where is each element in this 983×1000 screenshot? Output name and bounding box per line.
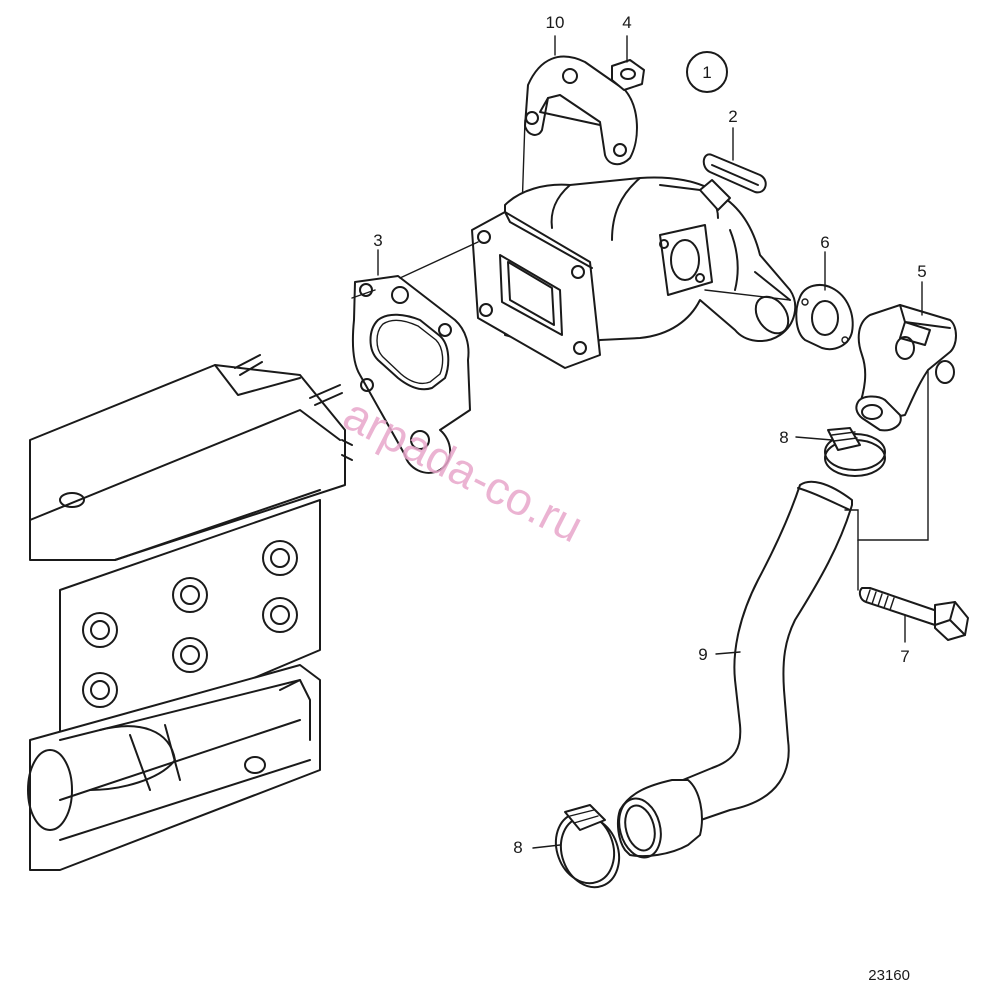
engine-port [82,672,118,708]
part-8-upper-clamp [824,427,886,477]
part-1-reference-circle [686,51,728,93]
engine-port [262,540,298,576]
callout-10: 10 [546,13,565,32]
drawing-reference-number: 23160 [868,967,910,984]
callout-5: 5 [917,262,926,281]
callout-9: 9 [698,645,707,664]
engine-port [82,612,118,648]
engine-port [172,637,208,673]
callout-3: 3 [373,231,382,250]
part-8-lower-clamp [554,804,621,889]
part-3-gasket [351,275,471,474]
part-2-cap [702,153,767,194]
engine-port [172,577,208,613]
part-4-nut [611,59,645,91]
callout-8-lower: 8 [513,838,522,857]
callout-6: 6 [820,233,829,252]
part-9-hose [616,369,929,859]
callout-labels: 10 4 1 2 3 6 5 8 7 9 8 [373,13,926,857]
part-5-connector [855,304,957,432]
engine-port [262,597,298,633]
part-10-bracket [521,55,638,211]
callout-2: 2 [728,107,737,126]
callout-4: 4 [622,13,631,32]
engine-block [27,354,353,871]
part-6-gasket [795,284,854,351]
part-7-bolt [858,587,969,641]
exhaust-elbow [471,176,797,369]
callout-7: 7 [900,647,909,666]
leader-lines [351,35,923,849]
callout-8-upper: 8 [779,428,788,447]
callout-1: 1 [702,63,711,82]
